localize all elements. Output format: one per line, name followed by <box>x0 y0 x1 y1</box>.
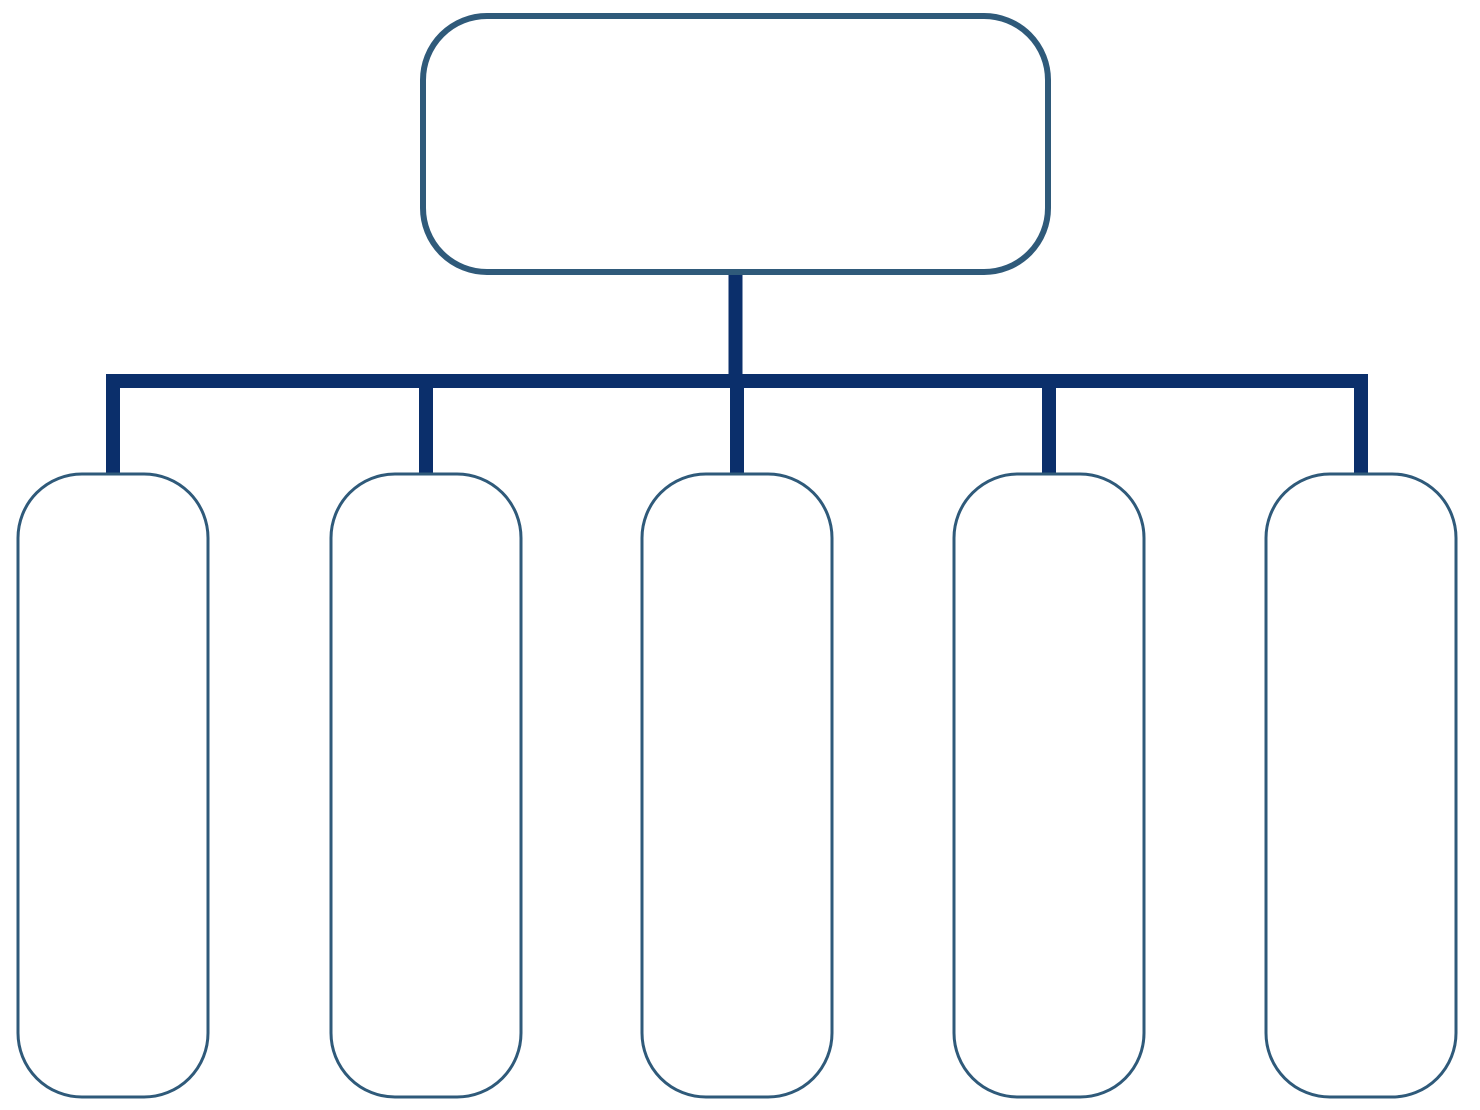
child-node-5 <box>1264 472 1458 1099</box>
child-node-4 <box>952 472 1146 1099</box>
node-group <box>16 13 1458 1099</box>
child-node-2 <box>329 472 523 1099</box>
child-node-1 <box>16 472 210 1099</box>
connector-group <box>106 272 1368 474</box>
child-node-3 <box>640 472 834 1099</box>
root-node <box>420 13 1051 275</box>
